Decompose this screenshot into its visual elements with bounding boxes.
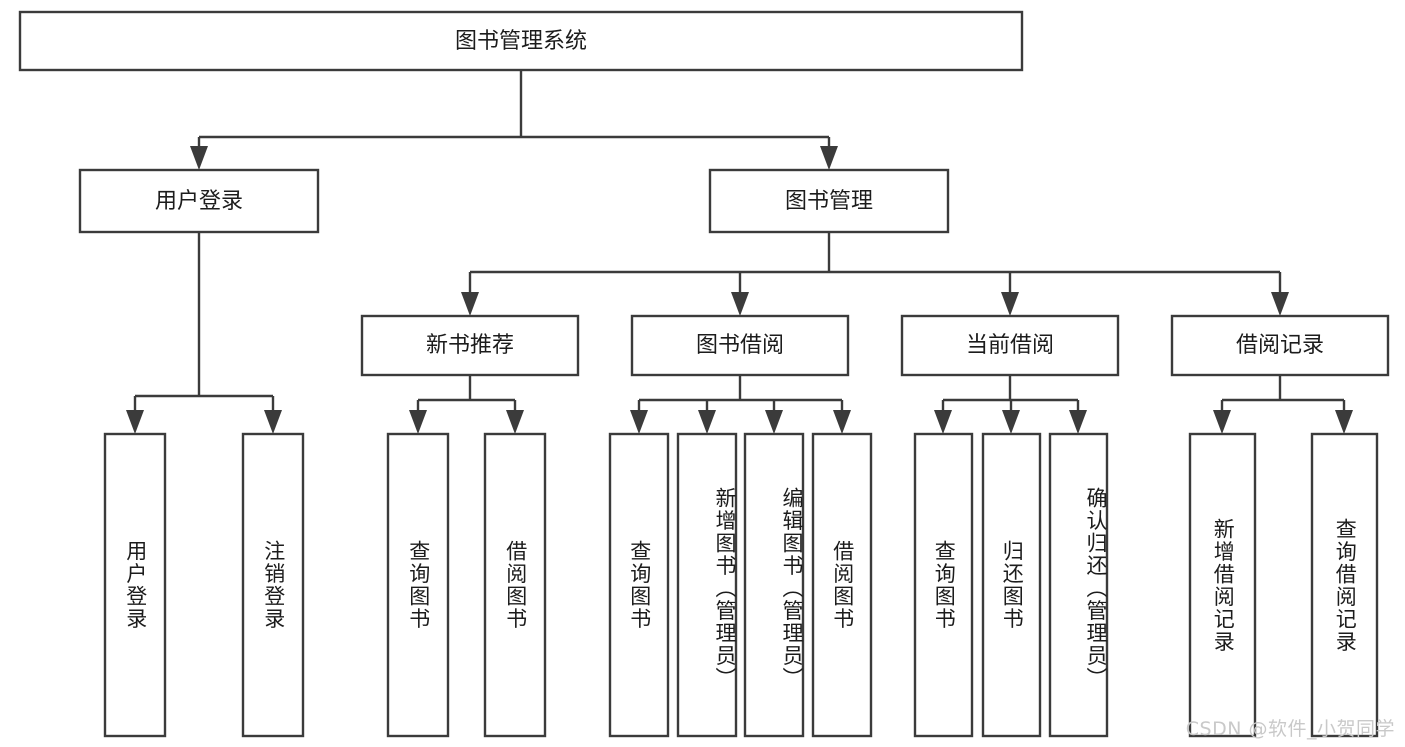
arrow-to-borrow xyxy=(731,292,749,316)
leaf-box-add-borrow-record[interactable] xyxy=(1188,432,1257,738)
node-user-login-box[interactable] xyxy=(78,168,320,234)
node-new-book-recommend-label: 新书推荐 xyxy=(426,333,514,358)
leaf-box-confirm-return-admin[interactable] xyxy=(1048,432,1109,738)
leaf-box-edit-book-admin[interactable] xyxy=(743,432,805,738)
leaf-box-return-book[interactable] xyxy=(981,432,1042,738)
leaf-box-query-book-newbook[interactable] xyxy=(386,432,450,738)
node-borrow-record-box[interactable] xyxy=(1170,314,1390,377)
node-borrow-record[interactable]: 借阅记录 xyxy=(1170,314,1390,377)
node-current-borrow-box[interactable] xyxy=(900,314,1120,377)
leaf-box-query-borrow-record[interactable] xyxy=(1310,432,1379,738)
arrow-record-leaf-2 xyxy=(1335,410,1353,434)
leaf-box-query-book-current[interactable] xyxy=(913,432,974,738)
arrow-current-leaf-3 xyxy=(1069,410,1087,434)
arrow-to-leaf-user-login xyxy=(126,410,144,434)
node-root[interactable]: 图书管理系统 xyxy=(18,10,1024,72)
arrow-to-record xyxy=(1271,292,1289,316)
arrow-current-leaf-1 xyxy=(934,410,952,434)
node-book-management[interactable]: 图书管理 xyxy=(708,168,950,234)
node-root-label: 图书管理系统 xyxy=(455,29,587,54)
node-borrow-record-label: 借阅记录 xyxy=(1236,333,1324,358)
arrow-borrow-leaf-3 xyxy=(765,410,783,434)
node-book-management-box[interactable] xyxy=(708,168,950,234)
node-new-book-recommend-box[interactable] xyxy=(360,314,580,377)
connector-group xyxy=(126,70,1353,434)
arrow-borrow-leaf-4 xyxy=(833,410,851,434)
arrow-borrow-leaf-1 xyxy=(630,410,648,434)
node-book-borrow-box[interactable] xyxy=(630,314,850,377)
arrow-borrow-leaf-2 xyxy=(698,410,716,434)
node-root-box[interactable] xyxy=(18,10,1024,72)
node-new-book-recommend[interactable]: 新书推荐 xyxy=(360,314,580,377)
leaf-box-borrow-book-newbook[interactable] xyxy=(483,432,547,738)
node-user-login-label: 用户登录 xyxy=(155,189,243,214)
node-user-login[interactable]: 用户登录 xyxy=(78,168,320,234)
leaf-box-borrow-book[interactable] xyxy=(811,432,873,738)
node-current-borrow[interactable]: 当前借阅 xyxy=(900,314,1120,377)
leaf-box-query-book-borrow[interactable] xyxy=(608,432,670,738)
node-book-borrow[interactable]: 图书借阅 xyxy=(630,314,850,377)
arrow-to-user-login xyxy=(190,146,208,170)
arrow-to-newbook xyxy=(461,292,479,316)
leaf-box-user-login[interactable] xyxy=(103,432,167,738)
arrow-newbook-leaf-1 xyxy=(409,410,427,434)
arrow-to-current xyxy=(1001,292,1019,316)
leaf-box-add-book-admin[interactable] xyxy=(676,432,738,738)
node-book-borrow-label: 图书借阅 xyxy=(696,333,784,358)
watermark-text: CSDN @软件_小贺同学 xyxy=(1185,718,1395,740)
arrow-current-leaf-2 xyxy=(1002,410,1020,434)
arrow-to-leaf-logout xyxy=(264,410,282,434)
node-current-borrow-label: 当前借阅 xyxy=(966,333,1054,358)
leaf-node-group xyxy=(103,432,1379,738)
leaf-box-logout[interactable] xyxy=(241,432,305,738)
arrow-to-book-manage xyxy=(820,146,838,170)
node-book-management-label: 图书管理 xyxy=(785,189,873,214)
arrow-record-leaf-1 xyxy=(1213,410,1231,434)
arrow-newbook-leaf-2 xyxy=(506,410,524,434)
